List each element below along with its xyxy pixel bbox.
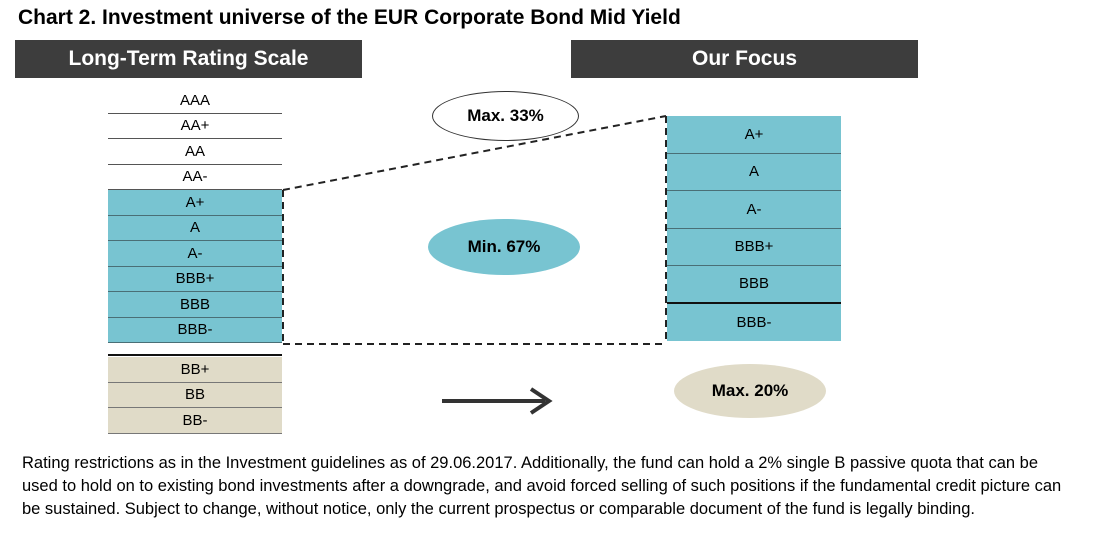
rating-cell: AA- [108, 165, 282, 190]
focus-cell: BBB- [667, 303, 841, 341]
rating-cell: BB [108, 382, 282, 408]
focus-cell: A- [667, 191, 841, 229]
focus-cell: A [667, 153, 841, 191]
ellipse-max-20: Max. 20% [674, 364, 826, 418]
rating-cell: BBB- [108, 317, 282, 343]
rating-cell: BB+ [108, 357, 282, 383]
ellipse-max-33: Max. 33% [432, 91, 579, 141]
rating-cell: BB- [108, 408, 282, 434]
rating-cell: A- [108, 241, 282, 267]
chart-title: Chart 2. Investment universe of the EUR … [18, 6, 681, 29]
focus-column: A+ A A- BBB+ BBB BBB- [667, 116, 841, 341]
rating-cell: AAA [108, 88, 282, 114]
rating-scale-lower: BB+ BB BB- [108, 357, 282, 434]
footnote: Rating restrictions as in the Investment… [22, 454, 1062, 518]
arrow-icon [442, 387, 553, 415]
rating-cell: A+ [108, 190, 282, 216]
focus-cell: A+ [667, 116, 841, 154]
dashed-connector-top [282, 115, 667, 191]
rating-cell: AA [108, 139, 282, 165]
rating-cell: BBB [108, 292, 282, 318]
rating-cell: A [108, 215, 282, 241]
rating-cell: AA+ [108, 114, 282, 139]
header-our-focus: Our Focus [571, 40, 918, 78]
ellipse-min-67: Min. 67% [428, 219, 580, 275]
rating-cell: BBB+ [108, 266, 282, 292]
header-rating-scale: Long-Term Rating Scale [15, 40, 362, 78]
focus-cell: BBB [667, 266, 841, 304]
focus-cell: BBB+ [667, 228, 841, 266]
rating-scale-upper: AAA AA+ AA AA- A+ A A- BBB+ BBB BBB- [108, 88, 282, 343]
